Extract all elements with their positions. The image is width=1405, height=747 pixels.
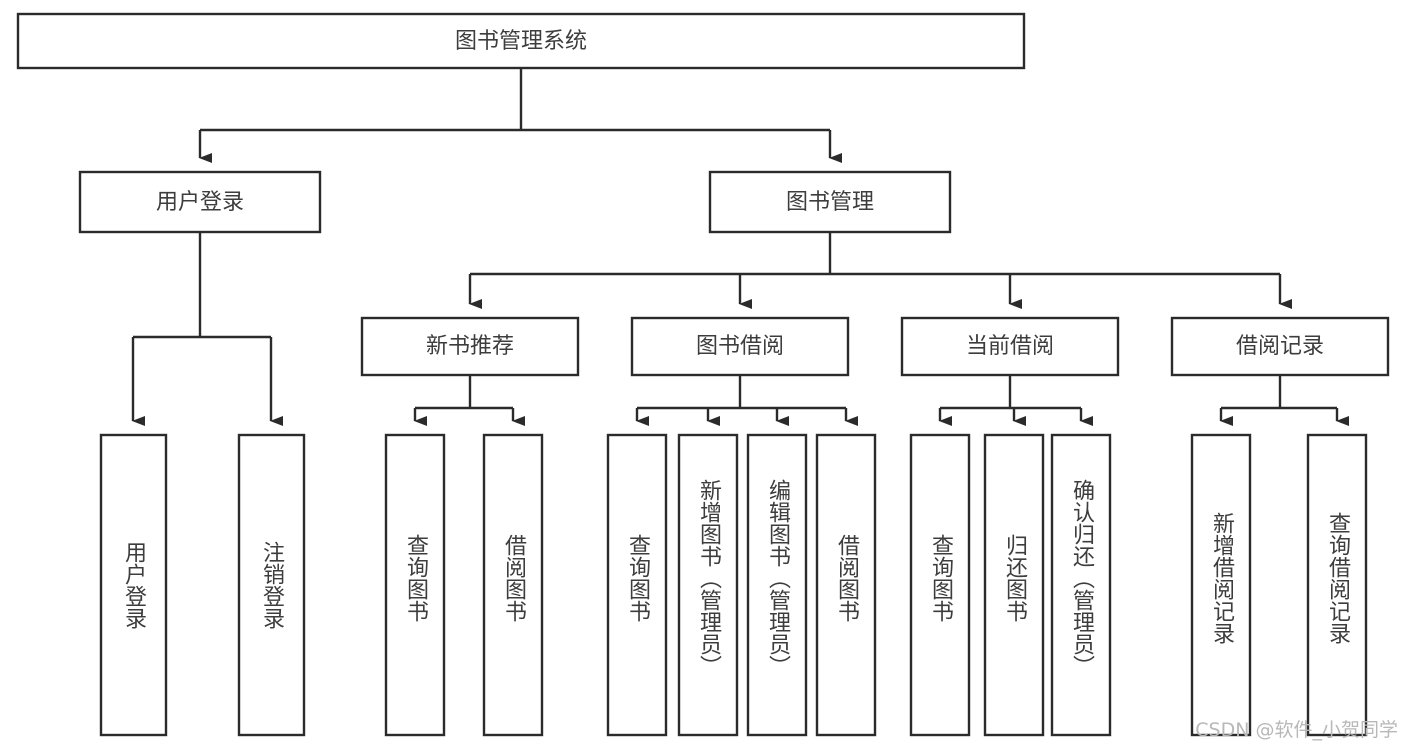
node-leaf-add-borrow-record-label: 新增借阅记录 <box>1209 512 1235 644</box>
node-user-login[interactable]: 用户登录 <box>78 170 322 234</box>
node-book-borrow-box[interactable] <box>630 316 850 377</box>
node-leaf-query-borrow-record-box[interactable] <box>1306 433 1368 737</box>
node-leaf-logout-login-label: 注销登录 <box>259 541 285 629</box>
node-leaf-logout-login[interactable]: 注销登录 <box>237 433 306 737</box>
node-leaf-confirm-return-admin-label: 确认归还（管理员） <box>1069 479 1095 677</box>
node-book-borrow-label: 图书借阅 <box>696 334 784 359</box>
node-borrow-record-box[interactable] <box>1170 316 1390 377</box>
node-leaf-logout-login-box[interactable] <box>237 433 306 737</box>
node-leaf-user-login-box[interactable] <box>99 433 168 737</box>
node-book-manage-box[interactable] <box>708 170 952 234</box>
node-current-borrow-box[interactable] <box>900 316 1120 377</box>
node-leaf-user-login-label: 用户登录 <box>121 541 147 629</box>
node-leaf-borrow-book-1-box[interactable] <box>482 433 544 737</box>
node-leaf-borrow-book-2-box[interactable] <box>815 433 877 737</box>
node-new-book-recommend-label: 新书推荐 <box>426 334 514 359</box>
node-user-login-box[interactable] <box>78 170 322 234</box>
node-root-label: 图书管理系统 <box>455 29 587 54</box>
node-leaf-query-book-2-label: 查询图书 <box>625 534 651 622</box>
node-leaf-borrow-book-1[interactable]: 借阅图书 <box>482 433 544 737</box>
node-leaf-query-book-3-box[interactable] <box>909 433 971 737</box>
node-leaf-return-book-box[interactable] <box>983 433 1045 737</box>
node-leaf-confirm-return-admin-box[interactable] <box>1050 433 1112 737</box>
node-book-borrow[interactable]: 图书借阅 <box>630 316 850 377</box>
node-borrow-record-label: 借阅记录 <box>1236 334 1324 359</box>
watermark-label: CSDN @软件_小贺同学 <box>1195 719 1398 741</box>
node-user-login-label: 用户登录 <box>156 190 244 215</box>
node-leaf-edit-book-admin[interactable]: 编辑图书（管理员） <box>746 433 808 737</box>
node-current-borrow[interactable]: 当前借阅 <box>900 316 1120 377</box>
node-borrow-record[interactable]: 借阅记录 <box>1170 316 1390 377</box>
node-book-manage[interactable]: 图书管理 <box>708 170 952 234</box>
node-root-box[interactable] <box>16 12 1026 70</box>
node-root[interactable]: 图书管理系统 <box>16 12 1026 70</box>
node-leaf-query-book-2[interactable]: 查询图书 <box>606 433 668 737</box>
node-leaf-add-book-admin-box[interactable] <box>677 433 739 737</box>
connector-layer <box>131 68 1349 426</box>
node-leaf-query-borrow-record-label: 查询借阅记录 <box>1325 512 1351 644</box>
node-leaf-add-book-admin[interactable]: 新增图书（管理员） <box>677 433 739 737</box>
node-leaf-edit-book-admin-label: 编辑图书（管理员） <box>765 479 791 677</box>
node-leaf-borrow-book-2[interactable]: 借阅图书 <box>815 433 877 737</box>
node-leaf-query-book-1[interactable]: 查询图书 <box>384 433 446 737</box>
node-leaf-borrow-book-2-label: 借阅图书 <box>834 534 860 622</box>
node-book-manage-label: 图书管理 <box>786 190 874 215</box>
node-leaf-add-book-admin-label: 新增图书（管理员） <box>696 479 722 677</box>
node-leaf-query-book-3[interactable]: 查询图书 <box>909 433 971 737</box>
node-leaf-confirm-return-admin[interactable]: 确认归还（管理员） <box>1050 433 1112 737</box>
node-leaf-borrow-book-1-label: 借阅图书 <box>501 534 527 622</box>
node-leaf-add-borrow-record-box[interactable] <box>1190 433 1252 737</box>
node-leaf-query-book-3-label: 查询图书 <box>928 534 954 622</box>
node-leaf-query-borrow-record[interactable]: 查询借阅记录 <box>1306 433 1368 737</box>
node-new-book-recommend-box[interactable] <box>360 316 580 377</box>
node-leaf-return-book[interactable]: 归还图书 <box>983 433 1045 737</box>
node-leaf-user-login[interactable]: 用户登录 <box>99 433 168 737</box>
node-leaf-edit-book-admin-box[interactable] <box>746 433 808 737</box>
node-leaf-return-book-label: 归还图书 <box>1002 534 1028 622</box>
node-leaf-query-book-2-box[interactable] <box>606 433 668 737</box>
node-leaf-query-book-1-label: 查询图书 <box>403 534 429 622</box>
node-leaf-add-borrow-record[interactable]: 新增借阅记录 <box>1190 433 1252 737</box>
node-current-borrow-label: 当前借阅 <box>966 334 1054 359</box>
node-leaf-query-book-1-box[interactable] <box>384 433 446 737</box>
node-new-book-recommend[interactable]: 新书推荐 <box>360 316 580 377</box>
